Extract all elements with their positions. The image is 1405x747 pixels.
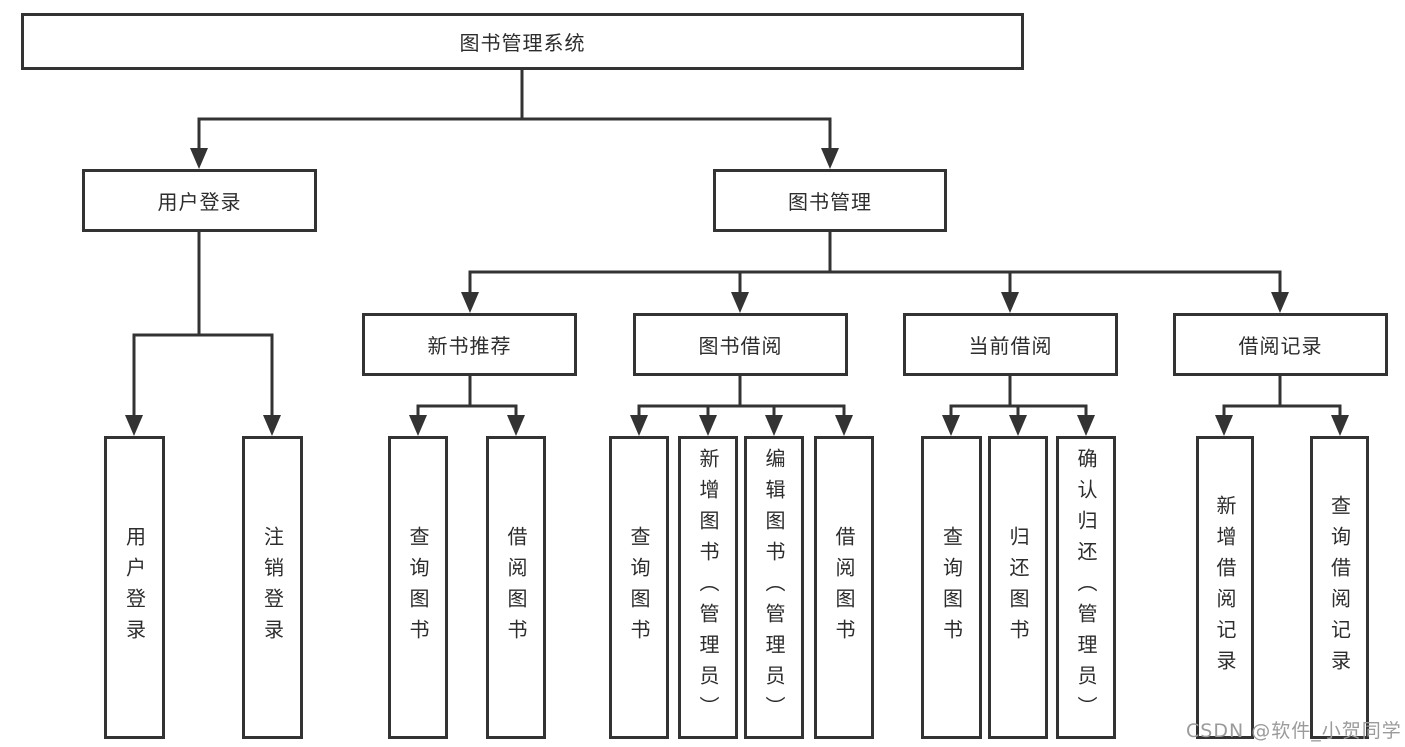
csdn-watermark: CSDN @软件_小贺同学 [1186, 720, 1402, 742]
leaf-query-books-current: 查询图书 [921, 436, 982, 739]
leaf-return-books: 归还图书 [988, 436, 1048, 739]
node-user-login-label: 用户登录 [157, 190, 242, 214]
leaf-user-login-label: 用户登录 [122, 525, 147, 650]
leaf-borrow-books: 借阅图书 [814, 436, 874, 739]
leaf-add-books-admin: 新增图书（管理员） [678, 436, 738, 739]
node-current-borrowing-label: 当前借阅 [968, 334, 1053, 358]
leaf-edit-books-admin: 编辑图书（管理员） [744, 436, 804, 739]
node-book-management: 图书管理 [713, 169, 947, 232]
leaf-add-borrow-record: 新增借阅记录 [1196, 436, 1254, 739]
node-borrowing-records-label: 借阅记录 [1238, 334, 1323, 358]
leaf-return-books-label: 归还图书 [1006, 525, 1030, 650]
leaf-query-books-borrowing-label: 查询图书 [627, 525, 651, 650]
leaf-query-books-recommend-label: 查询图书 [406, 525, 430, 650]
leaf-logout-label: 注销登录 [260, 525, 285, 650]
leaf-edit-books-admin-label: 编辑图书（管理员） [762, 448, 786, 727]
leaf-confirm-return-admin-label: 确认归还（管理员） [1074, 448, 1098, 727]
node-book-borrowing-label: 图书借阅 [698, 334, 783, 358]
node-new-book-recommend: 新书推荐 [362, 313, 577, 376]
node-user-login: 用户登录 [82, 169, 317, 232]
node-current-borrowing: 当前借阅 [903, 313, 1118, 376]
leaf-query-books-borrowing: 查询图书 [609, 436, 669, 739]
node-book-management-label: 图书管理 [788, 190, 872, 214]
leaf-borrow-books-recommend: 借阅图书 [486, 436, 546, 739]
leaf-add-borrow-record-label: 新增借阅记录 [1213, 494, 1237, 681]
leaf-query-books-current-label: 查询图书 [939, 525, 964, 650]
leaf-borrow-books-label: 借阅图书 [832, 525, 856, 650]
node-borrowing-records: 借阅记录 [1173, 313, 1388, 376]
leaf-query-borrow-record-label: 查询借阅记录 [1327, 494, 1352, 681]
leaf-query-borrow-record: 查询借阅记录 [1310, 436, 1369, 739]
leaf-query-books-recommend: 查询图书 [388, 436, 448, 739]
node-root: 图书管理系统 [21, 13, 1024, 70]
node-new-book-recommend-label: 新书推荐 [427, 334, 512, 358]
leaf-logout: 注销登录 [242, 436, 303, 739]
node-root-label: 图书管理系统 [459, 31, 586, 55]
leaf-confirm-return-admin: 确认归还（管理员） [1056, 436, 1116, 739]
leaf-user-login: 用户登录 [104, 436, 165, 739]
leaf-add-books-admin-label: 新增图书（管理员） [696, 448, 720, 727]
leaf-borrow-books-recommend-label: 借阅图书 [504, 525, 528, 650]
node-book-borrowing: 图书借阅 [633, 313, 848, 376]
